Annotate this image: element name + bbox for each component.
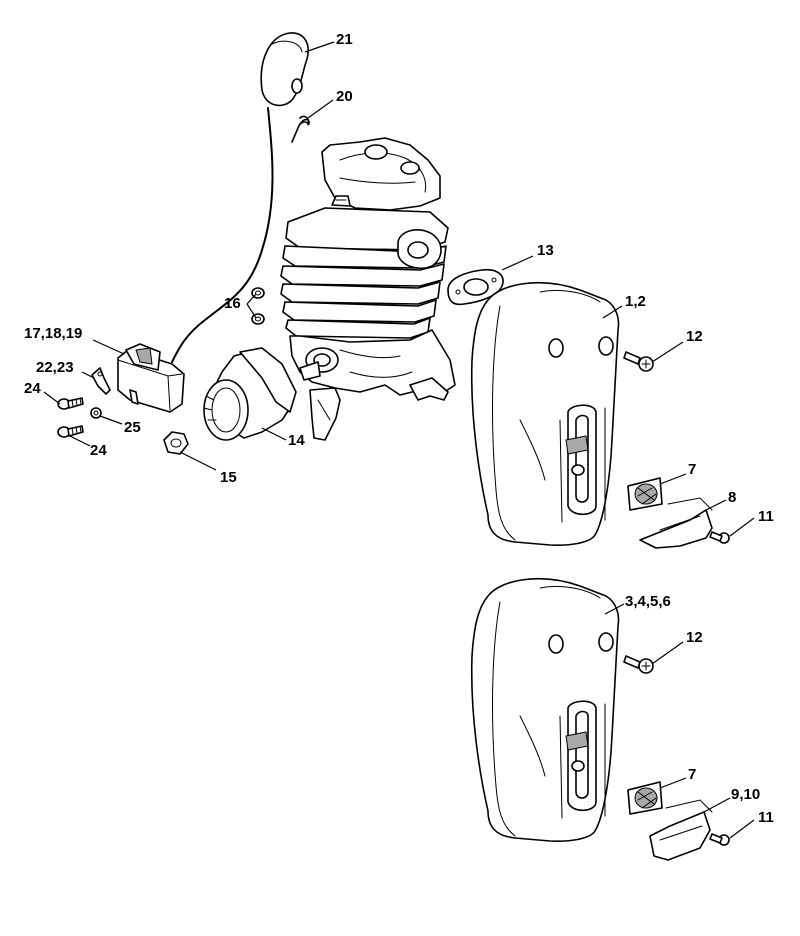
deflector-alt[interactable] xyxy=(649,799,713,861)
spark-arresting-screen-lower[interactable] xyxy=(627,781,663,815)
screw-11-lower[interactable] xyxy=(709,833,730,846)
callout-9-10: 9,10 xyxy=(731,786,760,803)
callout-8: 8 xyxy=(728,489,736,506)
screw-24-lower[interactable] xyxy=(57,425,84,438)
nut-16[interactable] xyxy=(251,287,265,325)
callout-15: 15 xyxy=(220,469,237,486)
callout-13: 13 xyxy=(537,242,554,259)
spark-arresting-screen-upper[interactable] xyxy=(627,477,663,511)
screw-24-upper[interactable] xyxy=(57,397,84,410)
gasket[interactable] xyxy=(447,268,504,306)
callout-12-lower: 12 xyxy=(686,629,703,646)
short-circuit-wire[interactable] xyxy=(91,367,111,395)
leader-lines xyxy=(43,41,755,839)
callout-11-upper: 11 xyxy=(758,508,774,525)
callout-24-lower: 24 xyxy=(90,442,107,459)
callout-17-18-19: 17,18,19 xyxy=(24,325,82,342)
spring-clip[interactable] xyxy=(291,115,310,143)
nut-15[interactable] xyxy=(163,431,189,455)
screw-11-upper[interactable] xyxy=(709,531,730,544)
callout-21: 21 xyxy=(336,31,353,48)
callout-25: 25 xyxy=(124,419,141,436)
spark-plug-boot[interactable] xyxy=(260,32,309,107)
callout-11-lower: 11 xyxy=(758,809,774,826)
callout-7-lower: 7 xyxy=(688,766,696,783)
deflector[interactable] xyxy=(639,497,713,549)
muffler-lower[interactable] xyxy=(470,577,620,842)
callout-12-upper: 12 xyxy=(686,328,703,345)
callout-1-2: 1,2 xyxy=(625,293,646,310)
callout-14: 14 xyxy=(288,432,305,449)
callout-16: 16 xyxy=(224,295,241,312)
muffler-upper[interactable] xyxy=(470,281,620,546)
cylinder-assembly xyxy=(280,137,456,441)
screw-12-upper[interactable] xyxy=(623,351,654,372)
callout-20: 20 xyxy=(336,88,353,105)
callout-22-23: 22,23 xyxy=(36,359,74,376)
callout-7-upper: 7 xyxy=(688,461,696,478)
callout-24-upper: 24 xyxy=(24,380,41,397)
washer-25[interactable] xyxy=(90,407,102,419)
ignition-module[interactable] xyxy=(117,343,185,413)
screw-12-lower[interactable] xyxy=(623,655,654,674)
callout-3-4-5-6: 3,4,5,6 xyxy=(625,593,671,610)
ignition-lead xyxy=(171,107,274,363)
flywheel[interactable] xyxy=(203,347,297,441)
